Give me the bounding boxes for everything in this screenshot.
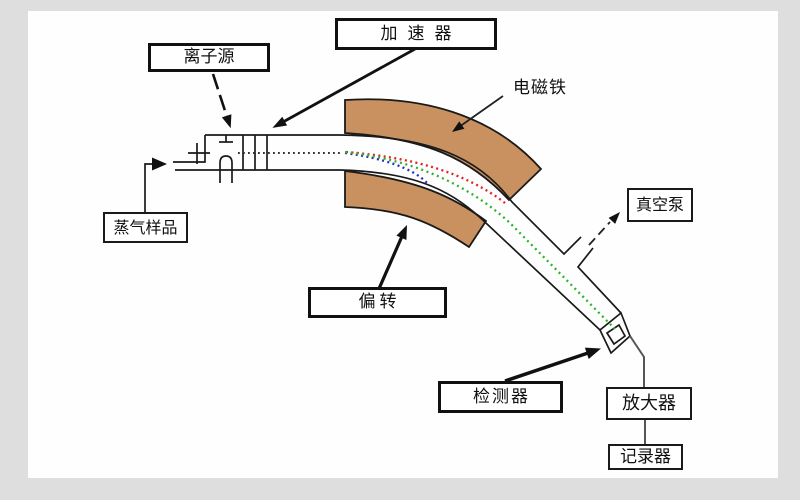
tube-inlet-wall <box>173 135 206 163</box>
signal-connectors <box>629 335 646 444</box>
beam-light-ion <box>344 151 428 184</box>
tube-lower-wall <box>175 169 601 331</box>
sample-inlet-arrow <box>152 157 167 171</box>
ion-source-assembly <box>188 135 268 183</box>
sample-inlet-pipe <box>144 163 152 212</box>
callout-arrows <box>211 47 620 383</box>
ion-source-arrow <box>211 73 232 129</box>
detector-to-amplifier-line <box>629 335 645 387</box>
vapor-sample-label: 蒸气样品 <box>103 212 188 243</box>
detector-shape <box>598 311 632 355</box>
tube-upper-wall <box>205 134 582 256</box>
detector-arrow <box>504 347 601 383</box>
electromagnet-label: 电磁铁 <box>513 77 567 98</box>
tube-branch-wall <box>576 247 622 314</box>
accelerator-arrow <box>272 47 416 128</box>
amplifier-label: 放大器 <box>606 387 692 420</box>
electromagnet-arrow <box>452 95 504 132</box>
sample-inlet <box>144 157 167 212</box>
ion-source-label: 离子源 <box>148 43 270 72</box>
flight-tube <box>173 134 622 331</box>
deflection-arrow <box>376 225 407 292</box>
electromagnet-lower-shape <box>344 169 488 249</box>
filament-loop <box>219 155 233 183</box>
vacuum-pump-label: 真空泵 <box>627 188 693 222</box>
vacuum-pump-arrow <box>588 212 620 246</box>
detector-label: 检测器 <box>438 381 563 413</box>
recorder-label: 记录器 <box>608 444 683 470</box>
deflection-label: 偏转 <box>308 287 447 318</box>
beam-paths <box>238 150 616 330</box>
accelerator-label: 加速器 <box>335 18 497 50</box>
detector-inner-diamond <box>605 323 627 346</box>
